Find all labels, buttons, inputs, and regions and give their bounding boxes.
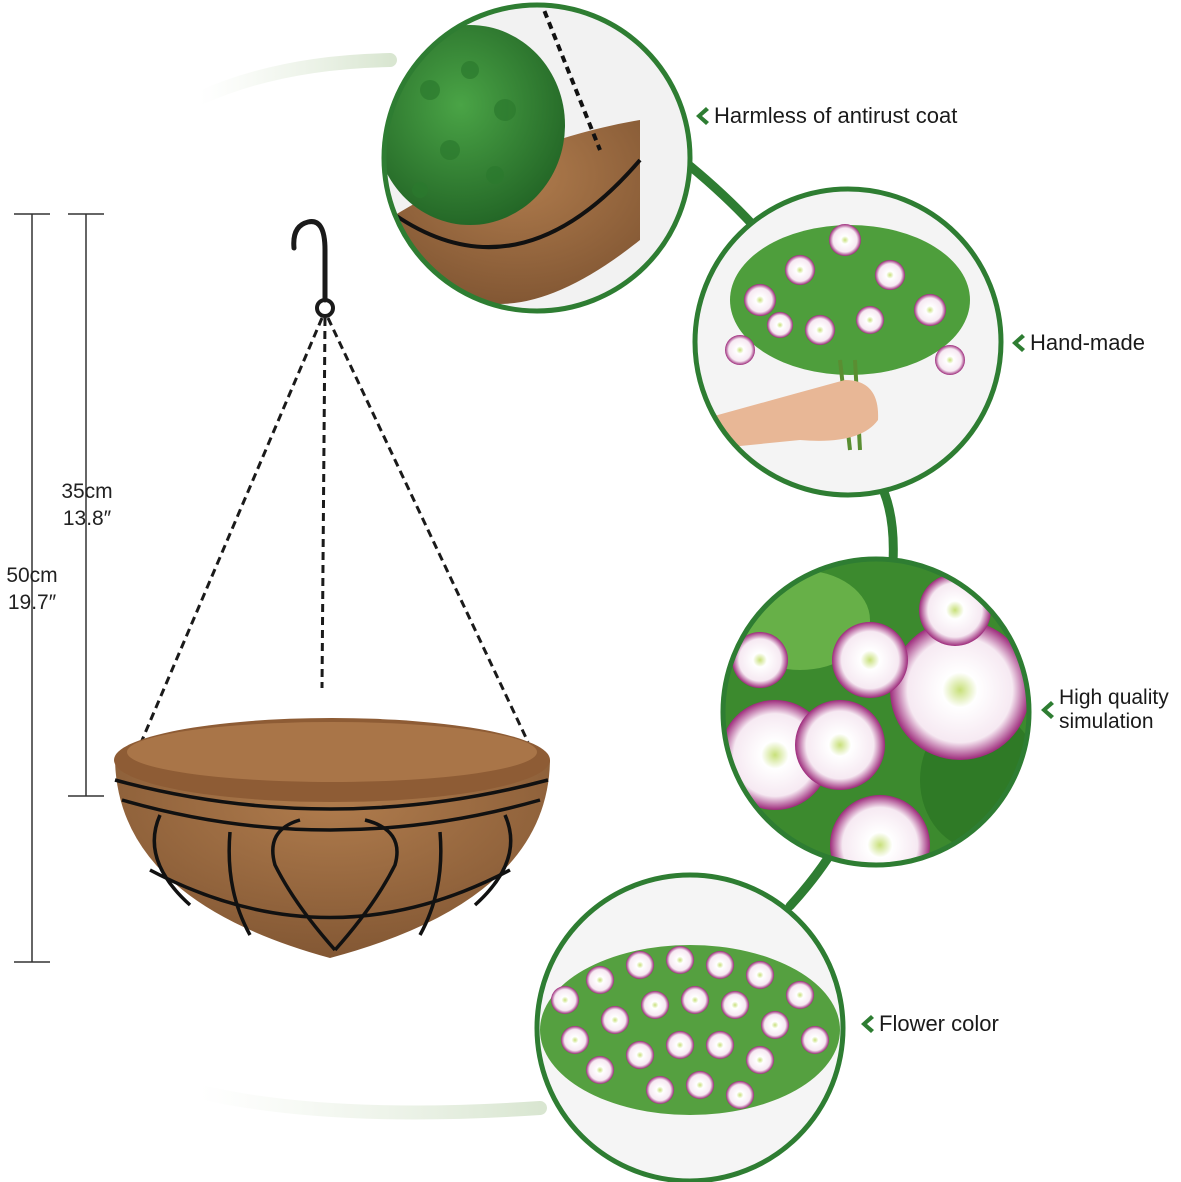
chevron-left-icon xyxy=(1041,701,1054,719)
outer-height-dimension: 50cm 19.7″ xyxy=(0,562,64,616)
chevron-left-icon xyxy=(696,107,709,125)
chevron-left-icon xyxy=(1012,334,1025,352)
feature-label-text: Hand-made xyxy=(1030,330,1145,355)
photo-frame xyxy=(381,2,693,314)
petunia-closeup-photo xyxy=(723,559,1029,865)
outer-height-inch: 19.7″ xyxy=(7,591,57,614)
decorative-arc-bottom xyxy=(193,1085,547,1120)
hanging-basket-illustration xyxy=(114,219,550,958)
feature-label-simulation: High quality simulation xyxy=(1037,686,1181,738)
feature-label-handmade: Hand-made xyxy=(1008,331,1178,357)
connector-line xyxy=(879,487,898,567)
connector-line xyxy=(785,853,833,911)
photo-frame xyxy=(534,872,846,1182)
hand-bouquet-photo xyxy=(695,189,1001,495)
feature-label-text: Harmless of antirust coat xyxy=(714,103,958,128)
photo-frame xyxy=(692,186,1004,498)
feature-label-flower-color: Flower color xyxy=(857,1012,1037,1038)
dimension-lines xyxy=(14,213,104,963)
inner-height-dimension: 35cm 13.8″ xyxy=(45,478,129,532)
decorative-arc-top xyxy=(193,53,397,105)
chevron-left-icon xyxy=(861,1015,874,1033)
outer-height-cm: 50cm xyxy=(6,564,58,587)
feature-label-text: High quality simulation xyxy=(1059,686,1169,733)
feature-label-text: Flower color xyxy=(879,1011,999,1036)
coco-basket-photo xyxy=(384,5,690,311)
feature-label-antirust: Harmless of antirust coat xyxy=(692,104,1012,130)
inner-height-cm: 35cm xyxy=(61,480,113,503)
petunia-cluster-photo xyxy=(537,875,843,1181)
inner-height-inch: 13.8″ xyxy=(62,507,112,530)
photo-frame xyxy=(720,556,1032,868)
connector-line xyxy=(685,161,757,229)
